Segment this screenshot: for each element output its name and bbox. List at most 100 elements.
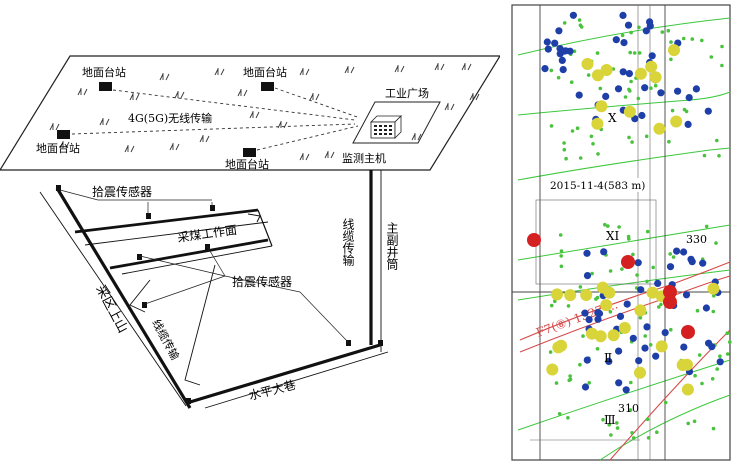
monitoring-system-diagram: 地面台站 地面台站 地面台站 地面台站 4G(5G)无线传输 工业广场 监测主机 [0, 55, 502, 409]
small-event [693, 373, 697, 378]
small-event [711, 309, 716, 314]
blue-event [594, 309, 602, 317]
small-event [720, 44, 724, 49]
blue-event [674, 87, 682, 95]
label-leader-lines [59, 189, 349, 343]
ground-station-3 [57, 130, 70, 139]
yellow-event [595, 100, 608, 113]
blue-event [624, 21, 633, 29]
blue-event [638, 111, 646, 120]
blue-event [585, 316, 593, 324]
yellow-event [551, 288, 563, 301]
small-event [575, 126, 580, 130]
small-event [700, 381, 704, 386]
blue-event [631, 115, 639, 123]
yellow-event [668, 44, 680, 57]
underground-roadways [39, 170, 389, 409]
small-event [659, 302, 663, 307]
monitoring-host-icon [370, 115, 402, 139]
small-event [710, 377, 715, 381]
small-event [711, 426, 716, 431]
blue-event [666, 263, 675, 271]
small-event [643, 334, 647, 338]
small-event [562, 141, 566, 145]
small-event [712, 294, 716, 298]
blue-event [619, 11, 627, 19]
small-event [645, 229, 650, 234]
ground-station-4 [243, 148, 256, 157]
schematic-svg: 地面台站 地面台站 地面台站 地面台站 4G(5G)无线传输 工业广场 监测主机 [0, 55, 502, 409]
small-event [578, 156, 583, 160]
small-event [667, 139, 671, 144]
zone-label-ii: Ⅱ [604, 351, 612, 365]
small-event [609, 433, 613, 437]
small-event [615, 421, 619, 425]
ground-station-label-3: 地面台站 [36, 141, 80, 155]
small-event [704, 224, 709, 229]
small-event [666, 28, 671, 33]
zone-label-iii: Ⅲ [604, 413, 616, 427]
ground-surface-plane [0, 55, 502, 171]
small-event [702, 153, 707, 158]
blue-event [551, 39, 559, 47]
yellow-event [546, 363, 559, 376]
blue-event [641, 84, 649, 92]
blue-event [654, 279, 662, 287]
industrial-square-label: 工业广场 [385, 86, 429, 100]
blue-event [641, 344, 649, 352]
small-event [627, 237, 631, 241]
small-event [630, 140, 634, 144]
small-event [668, 252, 672, 256]
blue-event [559, 66, 567, 74]
small-event [648, 343, 653, 347]
blue-event [555, 27, 563, 35]
yellow-event [552, 341, 565, 354]
small-event [714, 241, 718, 245]
small-event [637, 51, 642, 55]
zone-label-xi: XI [606, 229, 620, 243]
small-event [568, 374, 572, 378]
small-event [646, 436, 651, 440]
small-event [690, 37, 695, 41]
blue-event [612, 36, 620, 44]
small-event [556, 75, 561, 80]
event-map-svg: F7(⑧) 1527 ... 2015-11-4(583 m) X XI Ⅱ Ⅲ… [511, 4, 732, 461]
ground-station-label-1: 地面台站 [82, 65, 126, 79]
small-event [577, 18, 582, 22]
small-event [653, 83, 658, 88]
small-event [608, 310, 613, 314]
yellow-event [580, 289, 593, 301]
small-event [623, 95, 628, 99]
small-event [697, 353, 702, 357]
small-event [657, 305, 661, 309]
yellow-event [681, 383, 694, 396]
blue-event [685, 94, 693, 102]
small-event [587, 381, 591, 385]
small-event [686, 421, 690, 426]
small-event [629, 79, 633, 84]
small-event [562, 147, 567, 152]
small-event [631, 252, 635, 257]
ground-station-label-4: 地面台站 [225, 157, 269, 171]
yellow-event [646, 286, 659, 299]
blue-event [575, 91, 583, 99]
map-grid [512, 5, 730, 460]
blue-event [635, 357, 643, 365]
red-event [663, 285, 677, 299]
blue-event [625, 70, 633, 78]
blue-event [646, 18, 654, 26]
small-event [558, 233, 563, 237]
small-event [627, 87, 631, 92]
blue-event [634, 259, 642, 267]
small-event [569, 80, 574, 84]
small-event [566, 416, 570, 420]
blue-event [623, 300, 631, 308]
blue-event [602, 92, 610, 100]
small-event [628, 50, 632, 55]
monitoring-host-label: 监测主机 [342, 151, 386, 165]
yellow-event [564, 289, 577, 302]
blue-event [688, 258, 696, 266]
small-event [568, 377, 573, 382]
small-event [620, 267, 624, 271]
small-event [669, 40, 673, 44]
